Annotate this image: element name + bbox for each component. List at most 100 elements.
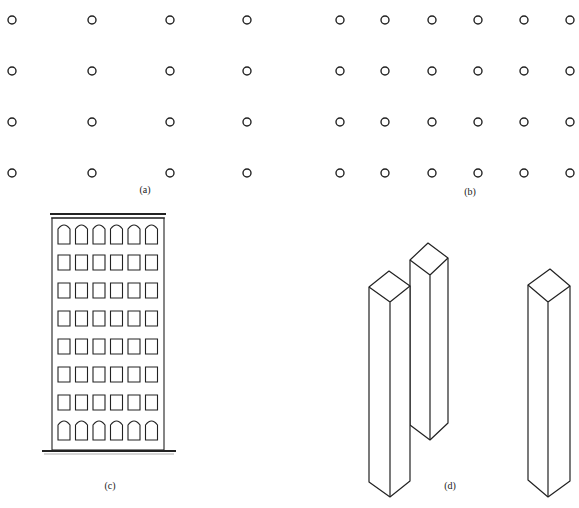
dot bbox=[474, 118, 482, 126]
window bbox=[128, 255, 140, 270]
dot bbox=[166, 169, 174, 177]
dot bbox=[428, 169, 436, 177]
dot bbox=[8, 169, 16, 177]
dot bbox=[88, 67, 96, 75]
dot bbox=[243, 169, 251, 177]
tower-edges bbox=[410, 258, 448, 440]
window bbox=[58, 311, 70, 326]
panel-label: (c) bbox=[104, 480, 115, 491]
window bbox=[76, 421, 88, 440]
dot bbox=[566, 67, 574, 75]
dot bbox=[428, 67, 436, 75]
window bbox=[128, 421, 140, 440]
window bbox=[111, 339, 123, 354]
dot bbox=[243, 16, 251, 24]
dot bbox=[474, 67, 482, 75]
window bbox=[76, 311, 88, 326]
dot bbox=[88, 16, 96, 24]
window bbox=[111, 225, 123, 244]
dot bbox=[381, 67, 389, 75]
tower bbox=[528, 269, 570, 497]
window bbox=[128, 339, 140, 354]
window bbox=[58, 255, 70, 270]
window bbox=[146, 367, 158, 382]
window bbox=[58, 225, 70, 244]
window bbox=[111, 283, 123, 298]
dot bbox=[243, 67, 251, 75]
window bbox=[76, 225, 88, 244]
window bbox=[128, 395, 140, 410]
window bbox=[111, 395, 123, 410]
window bbox=[146, 255, 158, 270]
dot bbox=[88, 169, 96, 177]
window bbox=[111, 421, 123, 440]
dot bbox=[520, 118, 528, 126]
dot bbox=[474, 16, 482, 24]
dot bbox=[566, 169, 574, 177]
tower-outline bbox=[410, 243, 448, 440]
dot bbox=[166, 118, 174, 126]
window bbox=[58, 395, 70, 410]
tower-outline bbox=[528, 269, 570, 497]
dot bbox=[381, 118, 389, 126]
window bbox=[146, 225, 158, 244]
dot bbox=[474, 169, 482, 177]
dot bbox=[8, 118, 16, 126]
panel-label: (b) bbox=[464, 186, 476, 197]
window bbox=[58, 367, 70, 382]
tower bbox=[369, 271, 410, 497]
tower-edges bbox=[528, 285, 570, 497]
dot bbox=[428, 16, 436, 24]
dot bbox=[566, 118, 574, 126]
window bbox=[58, 339, 70, 354]
window bbox=[128, 367, 140, 382]
window bbox=[128, 283, 140, 298]
window bbox=[93, 225, 105, 244]
dot bbox=[336, 169, 344, 177]
dot bbox=[520, 169, 528, 177]
dot bbox=[166, 16, 174, 24]
window bbox=[146, 283, 158, 298]
building-drawing bbox=[42, 214, 176, 454]
window bbox=[76, 283, 88, 298]
dot bbox=[243, 118, 251, 126]
window bbox=[128, 311, 140, 326]
dot-grids bbox=[8, 16, 574, 177]
window bbox=[58, 421, 70, 440]
window bbox=[93, 283, 105, 298]
dot bbox=[520, 67, 528, 75]
window bbox=[111, 311, 123, 326]
window bbox=[146, 395, 158, 410]
window bbox=[146, 421, 158, 440]
window bbox=[76, 255, 88, 270]
tower-outline bbox=[369, 271, 410, 497]
window bbox=[146, 311, 158, 326]
window bbox=[111, 367, 123, 382]
dot bbox=[88, 118, 96, 126]
dot bbox=[336, 118, 344, 126]
window bbox=[146, 339, 158, 354]
window bbox=[93, 311, 105, 326]
window bbox=[93, 367, 105, 382]
dot bbox=[8, 67, 16, 75]
dot bbox=[566, 16, 574, 24]
tower-drawings bbox=[369, 243, 570, 497]
dot bbox=[166, 67, 174, 75]
dot bbox=[381, 169, 389, 177]
tower bbox=[410, 243, 448, 440]
dot bbox=[336, 16, 344, 24]
panel-label: (d) bbox=[444, 480, 456, 491]
dot bbox=[520, 16, 528, 24]
window bbox=[128, 225, 140, 244]
window bbox=[93, 395, 105, 410]
dot bbox=[336, 67, 344, 75]
window bbox=[76, 367, 88, 382]
window bbox=[76, 395, 88, 410]
tower-edges bbox=[369, 286, 410, 497]
dot bbox=[381, 16, 389, 24]
dot bbox=[428, 118, 436, 126]
window bbox=[93, 255, 105, 270]
window bbox=[58, 283, 70, 298]
